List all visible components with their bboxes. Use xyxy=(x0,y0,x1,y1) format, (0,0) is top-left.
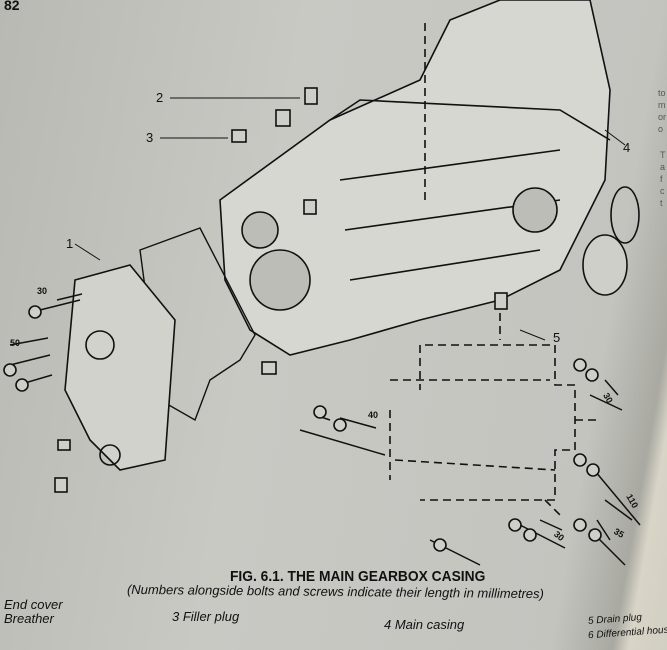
page-number: 82 xyxy=(4,0,20,13)
facing-page-text: t xyxy=(660,198,663,208)
end-cover xyxy=(64,264,176,471)
figure-title: FIG. 6.1. THE MAIN GEARBOX CASING xyxy=(230,568,486,585)
bolt-length-label: 30 xyxy=(37,286,48,296)
legend-item-2: Breather xyxy=(4,611,54,626)
facing-page-text: f xyxy=(660,174,663,184)
facing-page-text: m xyxy=(658,100,666,110)
facing-page-text: or xyxy=(658,112,667,122)
callout-2: 2 xyxy=(156,90,164,105)
callout-3: 3 xyxy=(146,130,154,145)
legend-item-4: 4 Main casing xyxy=(384,617,465,632)
callout-1: 1 xyxy=(66,236,74,251)
callout-4: 4 xyxy=(623,140,631,155)
facing-page-text: c xyxy=(660,186,665,196)
callout-5: 5 xyxy=(553,330,561,345)
facing-page-text: T xyxy=(660,150,666,160)
main-casing xyxy=(219,0,611,356)
legend-item-3: 3 Filler plug xyxy=(172,609,240,624)
facing-page-text: a xyxy=(660,162,666,172)
bolt-length-label: 50 xyxy=(10,338,21,348)
legend-item-1: End cover xyxy=(4,597,63,612)
facing-page-text: to xyxy=(658,88,666,98)
bolt-length-label: 40 xyxy=(368,410,379,420)
facing-page-text: o xyxy=(658,124,664,134)
